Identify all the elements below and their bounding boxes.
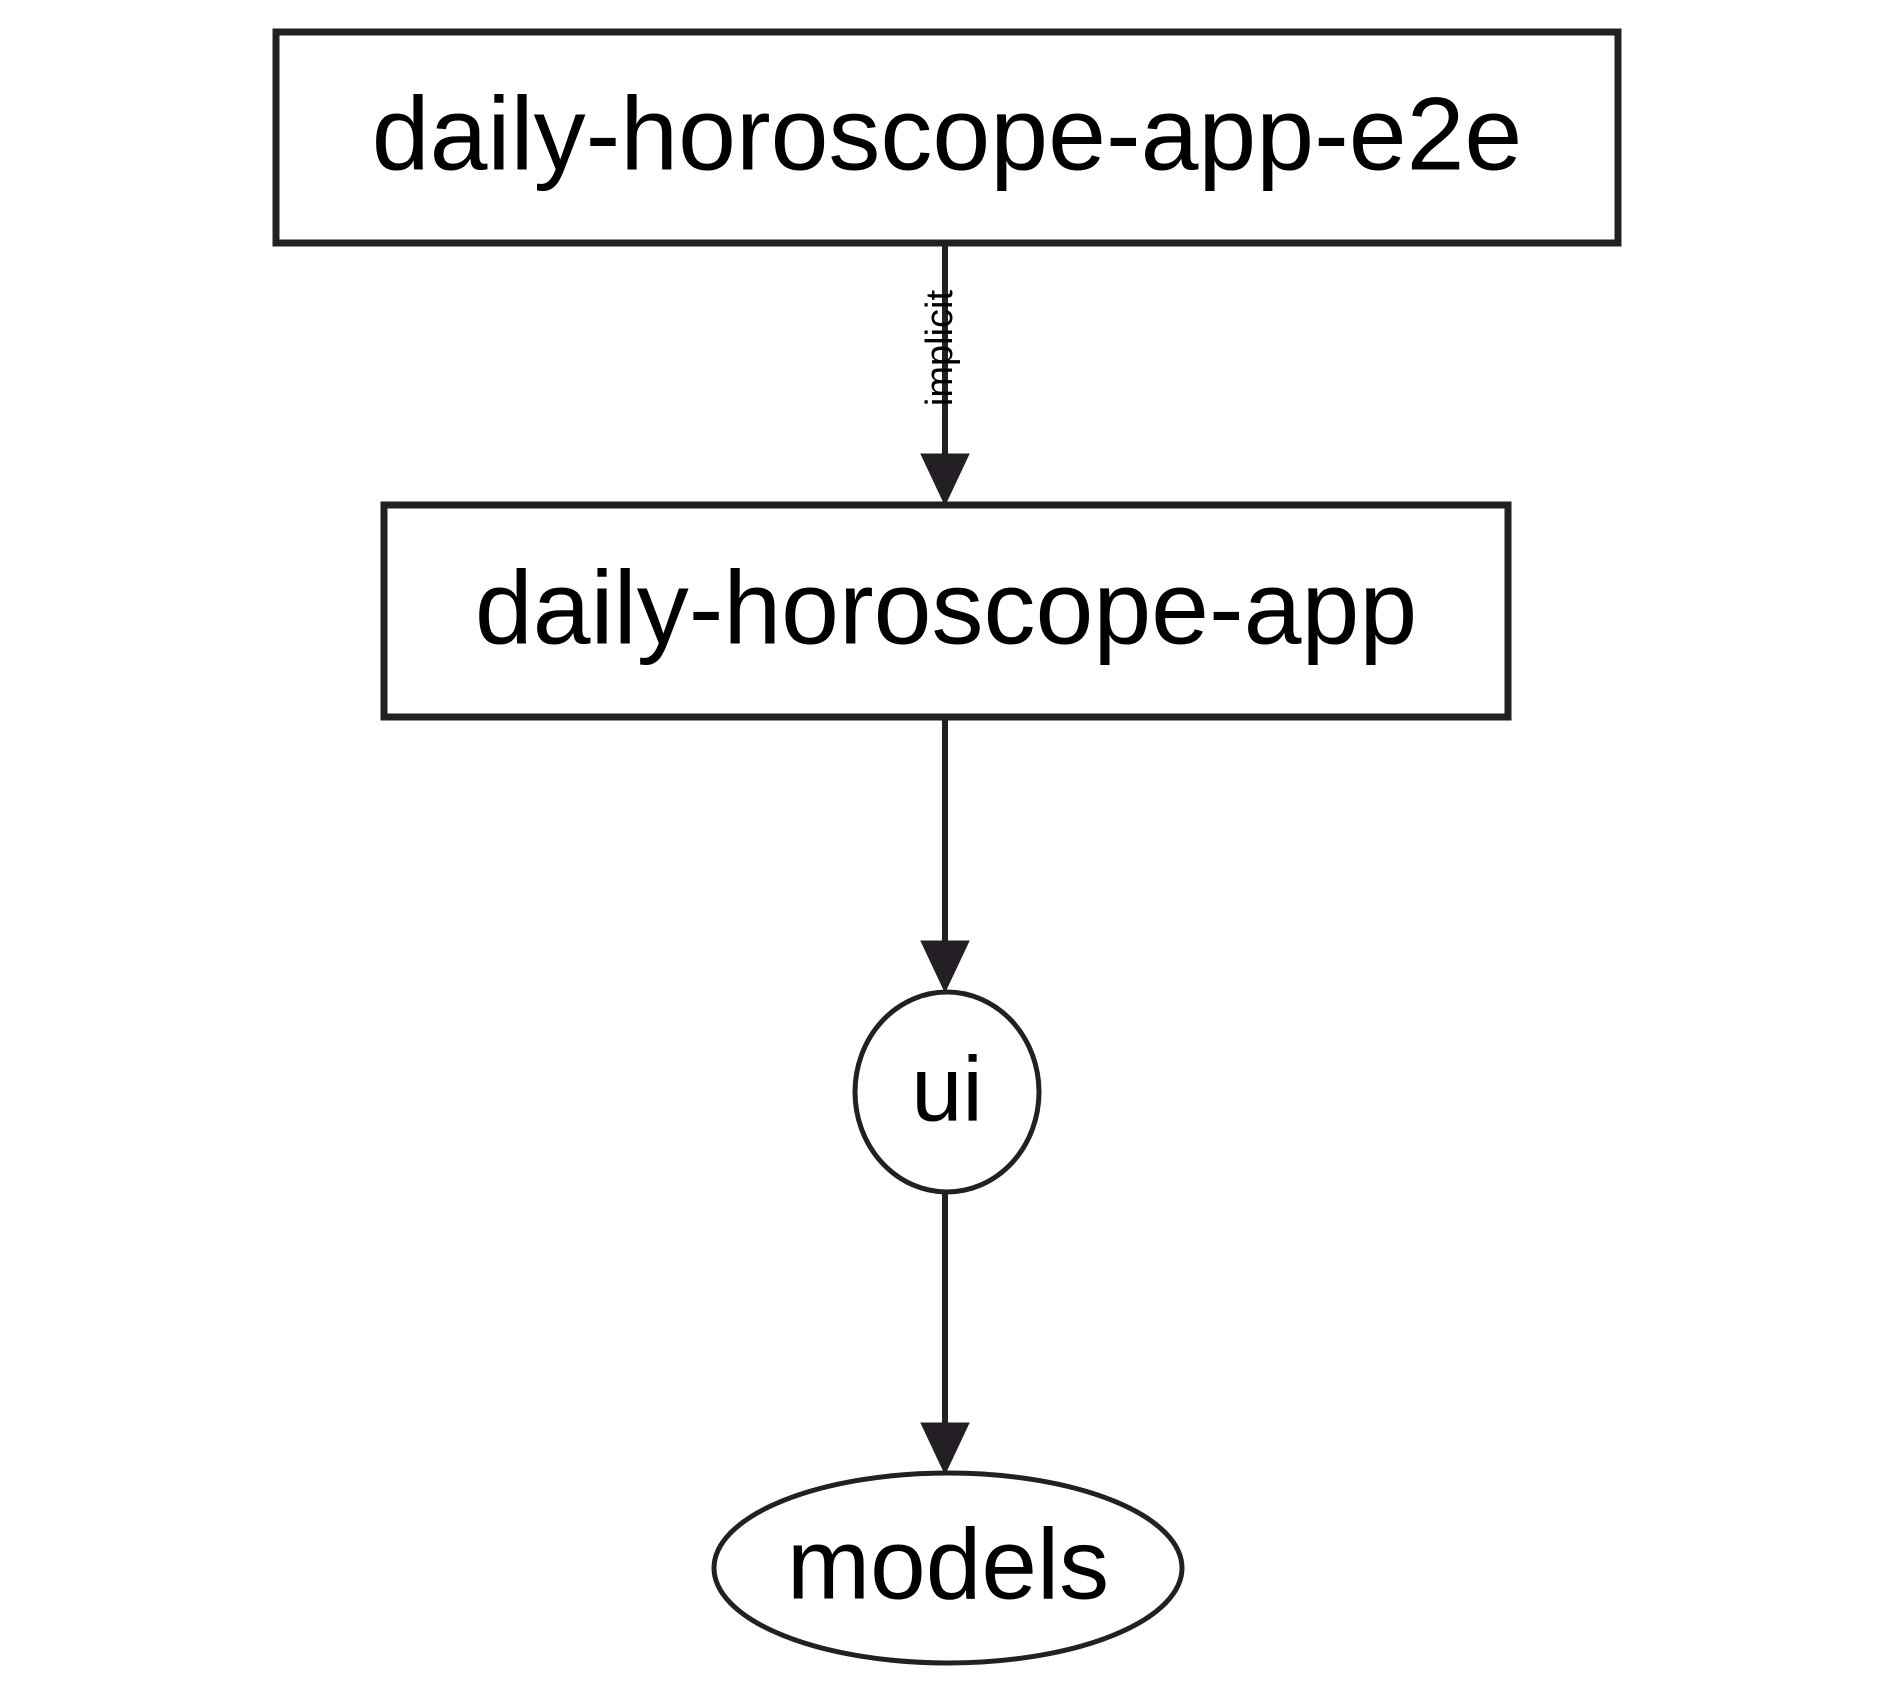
edge-e2e-to-app-arrowhead (920, 453, 970, 507)
node-models[interactable]: models (711, 1470, 1185, 1666)
node-daily-horoscope-app-e2e-label: daily-horoscope-app-e2e (372, 76, 1523, 192)
node-ui[interactable]: ui (852, 989, 1042, 1195)
node-daily-horoscope-app-e2e[interactable]: daily-horoscope-app-e2e (272, 28, 1622, 247)
node-ui-ellipse (852, 989, 1042, 1195)
node-ui-label: ui (911, 1038, 983, 1140)
node-models-ellipse (711, 1470, 1185, 1666)
edge-ui-to-models-arrowhead (920, 1422, 970, 1476)
edge-app-to-ui-arrowhead (920, 940, 970, 994)
node-daily-horoscope-app-e2e-box (272, 28, 1622, 247)
edge-e2e-to-app[interactable]: implicit (919, 243, 970, 507)
node-daily-horoscope-app-box (380, 501, 1512, 721)
node-models-label: models (787, 1508, 1109, 1620)
edge-ui-to-models[interactable] (920, 1192, 970, 1476)
node-daily-horoscope-app[interactable]: daily-horoscope-app (380, 501, 1512, 721)
edge-label-implicit: implicit (919, 290, 961, 407)
node-daily-horoscope-app-label: daily-horoscope-app (475, 550, 1417, 666)
edge-app-to-ui[interactable] (920, 719, 970, 994)
